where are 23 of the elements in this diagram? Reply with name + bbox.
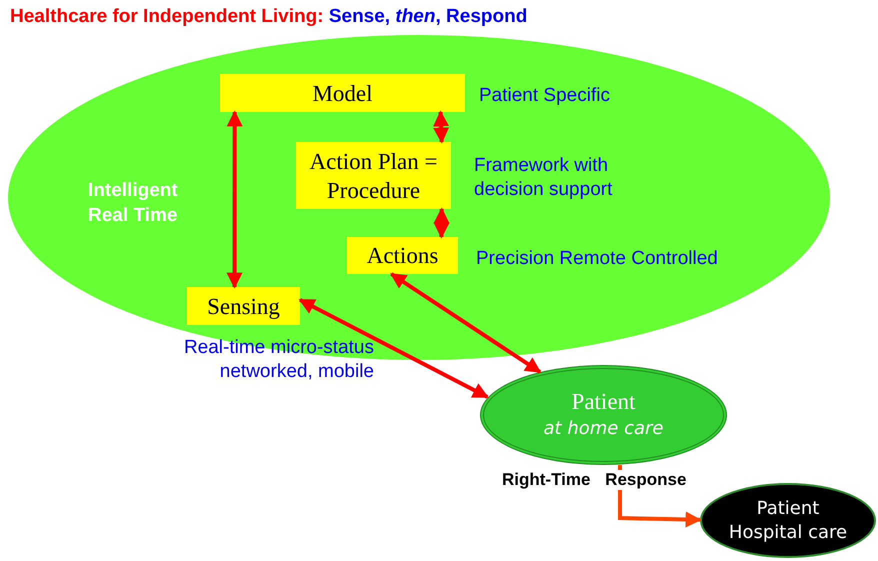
node-label: Intelligent Real Time xyxy=(88,179,179,228)
annotation-text: Patient Specific xyxy=(479,84,611,108)
title: Healthcare for Independent Living: Sense, then, Respond xyxy=(10,6,528,28)
arrow xyxy=(434,207,450,239)
arrow xyxy=(390,272,542,374)
annotation-text: Real-time micro-status networked, mobile xyxy=(182,336,374,384)
annotation-text: Framework with decision support xyxy=(474,154,614,202)
node-label: Patient Hospital care xyxy=(728,496,848,544)
node-label: Model xyxy=(312,80,373,108)
annotation-text: Precision Remote Controlled xyxy=(476,247,719,271)
arrow xyxy=(226,110,243,289)
process-box xyxy=(296,142,451,209)
node-subtitle: at home care xyxy=(544,417,664,441)
process-box xyxy=(220,74,465,112)
process-box xyxy=(187,287,300,325)
node-label: Sensing xyxy=(207,292,280,320)
process-box xyxy=(347,237,458,274)
arrow xyxy=(433,110,450,144)
arrow xyxy=(618,465,702,528)
node-label: Actions xyxy=(366,242,438,270)
node-label: Patient xyxy=(572,388,636,415)
arrow xyxy=(298,298,489,399)
node-label: Action Plan = Procedure xyxy=(308,148,438,204)
